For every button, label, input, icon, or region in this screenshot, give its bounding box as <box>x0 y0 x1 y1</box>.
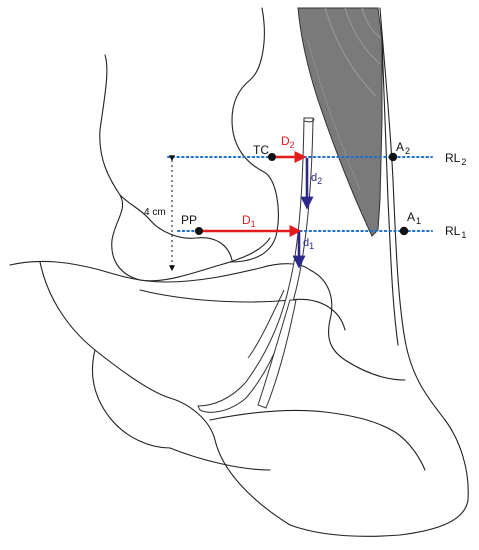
tibia-outline <box>229 7 279 263</box>
distance-label: 4 cm <box>144 207 166 218</box>
label-d1-cap: D1 <box>242 213 256 229</box>
label-d2-cap: D2 <box>281 134 295 150</box>
label-d2-small: d2 <box>311 172 322 186</box>
calcaneus-outline <box>9 260 311 283</box>
landmark-a2-dot <box>388 152 398 162</box>
bone-outlines <box>9 7 469 537</box>
label-d1-small: d1 <box>303 237 314 251</box>
tendon-shaded-region <box>297 7 383 237</box>
landmark-a1-dot <box>399 226 409 236</box>
landmark-tc-dot <box>268 153 276 161</box>
label-a1: A1 <box>407 210 421 226</box>
label-pp: PP <box>181 213 197 227</box>
landmark-pp-dot <box>195 227 203 235</box>
talus-outline <box>99 54 271 282</box>
label-rl1: RL1 <box>445 224 466 240</box>
label-a2: A2 <box>396 140 410 156</box>
label-rl2: RL2 <box>445 151 466 167</box>
needle-fibers <box>197 117 315 413</box>
label-tc: TC <box>253 143 269 157</box>
